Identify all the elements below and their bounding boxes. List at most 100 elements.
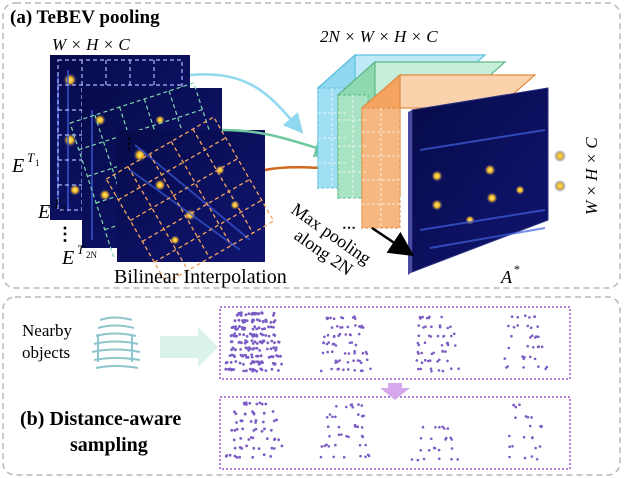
point-b1-5-4 <box>257 447 261 450</box>
point-t4-2-3 <box>530 334 534 338</box>
point-t4-2-1 <box>529 336 532 339</box>
point-t1-0-7 <box>253 311 257 315</box>
point-b1-6-4 <box>235 456 239 459</box>
point-b3-3-4 <box>416 458 420 462</box>
point-t4-0-0 <box>524 314 527 318</box>
point-t3-4-7 <box>430 352 434 356</box>
nearby-object-icon <box>91 316 141 369</box>
point-b1-0-6 <box>242 401 246 405</box>
point-b2-2-3 <box>356 425 360 429</box>
point-b2-4-5 <box>334 443 337 447</box>
point-t2-6-3 <box>353 369 357 372</box>
point-b2-5-3 <box>342 455 346 459</box>
point-b3-0-2 <box>446 427 450 430</box>
point-t1-2-5 <box>257 326 261 330</box>
point-t3-6-3 <box>450 367 453 371</box>
point-t3-5-4 <box>428 359 432 362</box>
point-t3-2-2 <box>436 334 440 338</box>
point-t3-2-7 <box>417 334 421 338</box>
point-t1-0-19 <box>239 313 242 317</box>
point-b2-1-2 <box>357 413 360 416</box>
point-b4-5-0 <box>523 456 527 460</box>
point-b1-0-1 <box>255 402 259 406</box>
point-t1-1-21 <box>261 320 265 324</box>
point-t3-0-6 <box>427 316 431 320</box>
point-t1-4-9 <box>251 342 255 345</box>
point-t3-5-7 <box>426 359 430 363</box>
svg-text:2: 2 <box>61 204 66 214</box>
point-b1-3-1 <box>252 429 256 432</box>
point-t3-4-6 <box>416 350 420 354</box>
point-b2-1-1 <box>360 414 364 418</box>
point-b1-6-3 <box>269 455 273 458</box>
point-t1-5-21 <box>258 349 262 352</box>
point-t1-2-4 <box>251 327 255 331</box>
point-t2-6-6 <box>342 368 345 372</box>
point-b1-6-8 <box>225 454 229 457</box>
svg-text:E: E <box>61 247 74 269</box>
point-b4-2-3 <box>539 425 542 428</box>
point-t3-5-0 <box>436 360 439 363</box>
panel-a-frame <box>2 2 621 289</box>
point-t1-4-18 <box>243 341 247 345</box>
point-t3-1-3 <box>449 325 452 329</box>
point-t1-4-19 <box>258 340 262 344</box>
point-b1-5-3 <box>252 446 256 450</box>
point-t1-7-21 <box>242 362 245 366</box>
point-t3-5-3 <box>415 359 419 362</box>
point-b3-1-2 <box>445 436 448 440</box>
sampling-box-top <box>219 306 571 380</box>
panel-b-title-line1: (b) Distance-aware <box>20 408 181 430</box>
point-t3-5-2 <box>423 358 427 362</box>
point-b4-0-3 <box>514 405 518 409</box>
point-t1-5-12 <box>255 346 259 350</box>
point-t1-6-15 <box>267 355 271 359</box>
point-t2-1-4 <box>336 325 339 328</box>
point-b4-5-2 <box>535 458 539 461</box>
point-t1-6-17 <box>250 353 254 357</box>
point-t1-5-18 <box>269 347 273 351</box>
point-t2-6-2 <box>361 369 364 373</box>
point-t1-5-20 <box>234 348 237 352</box>
point-b2-1-4 <box>334 415 337 419</box>
point-t4-0-3 <box>510 315 514 319</box>
point-t3-6-1 <box>419 367 423 371</box>
point-b3-2-4 <box>419 449 423 452</box>
point-t1-0-11 <box>272 314 275 317</box>
point-t4-2-5 <box>535 335 538 338</box>
teal-arrow <box>160 327 218 367</box>
point-t2-4-7 <box>347 352 351 355</box>
point-b4-1-1 <box>514 416 517 420</box>
point-t1-2-19 <box>241 326 244 329</box>
point-t1-1-19 <box>245 319 249 322</box>
point-t3-1-7 <box>422 326 425 329</box>
point-t4-3-4 <box>540 345 544 349</box>
point-b1-2-5 <box>239 419 243 423</box>
point-t4-0-2 <box>533 315 536 318</box>
point-t3-6-6 <box>430 370 433 373</box>
point-t1-0-21 <box>235 313 239 317</box>
point-t1-3-6 <box>264 334 267 337</box>
point-t1-7-4 <box>238 361 242 365</box>
point-t2-6-4 <box>319 369 323 373</box>
point-t2-4-0 <box>321 351 325 355</box>
point-t1-8-2 <box>224 367 228 371</box>
point-t3-5-1 <box>446 359 449 363</box>
down-arrow <box>380 383 410 400</box>
point-b1-1-5 <box>252 412 256 416</box>
point-b1-0-5 <box>260 402 264 406</box>
point-t2-3-9 <box>325 342 329 346</box>
point-b2-1-5 <box>328 413 332 416</box>
point-t4-4-5 <box>503 357 507 360</box>
point-t4-3-5 <box>536 345 540 349</box>
point-b2-1-3 <box>325 416 329 419</box>
point-t3-6-5 <box>437 369 441 372</box>
point-t2-0-2 <box>329 316 332 320</box>
point-t1-2-18 <box>233 326 237 329</box>
point-t4-1-4 <box>536 325 539 328</box>
point-t1-3-8 <box>233 334 236 338</box>
point-t1-7-9 <box>251 360 255 363</box>
point-b2-2-4 <box>360 426 364 429</box>
point-b1-3-6 <box>230 428 234 432</box>
point-b1-5-6 <box>270 446 274 450</box>
